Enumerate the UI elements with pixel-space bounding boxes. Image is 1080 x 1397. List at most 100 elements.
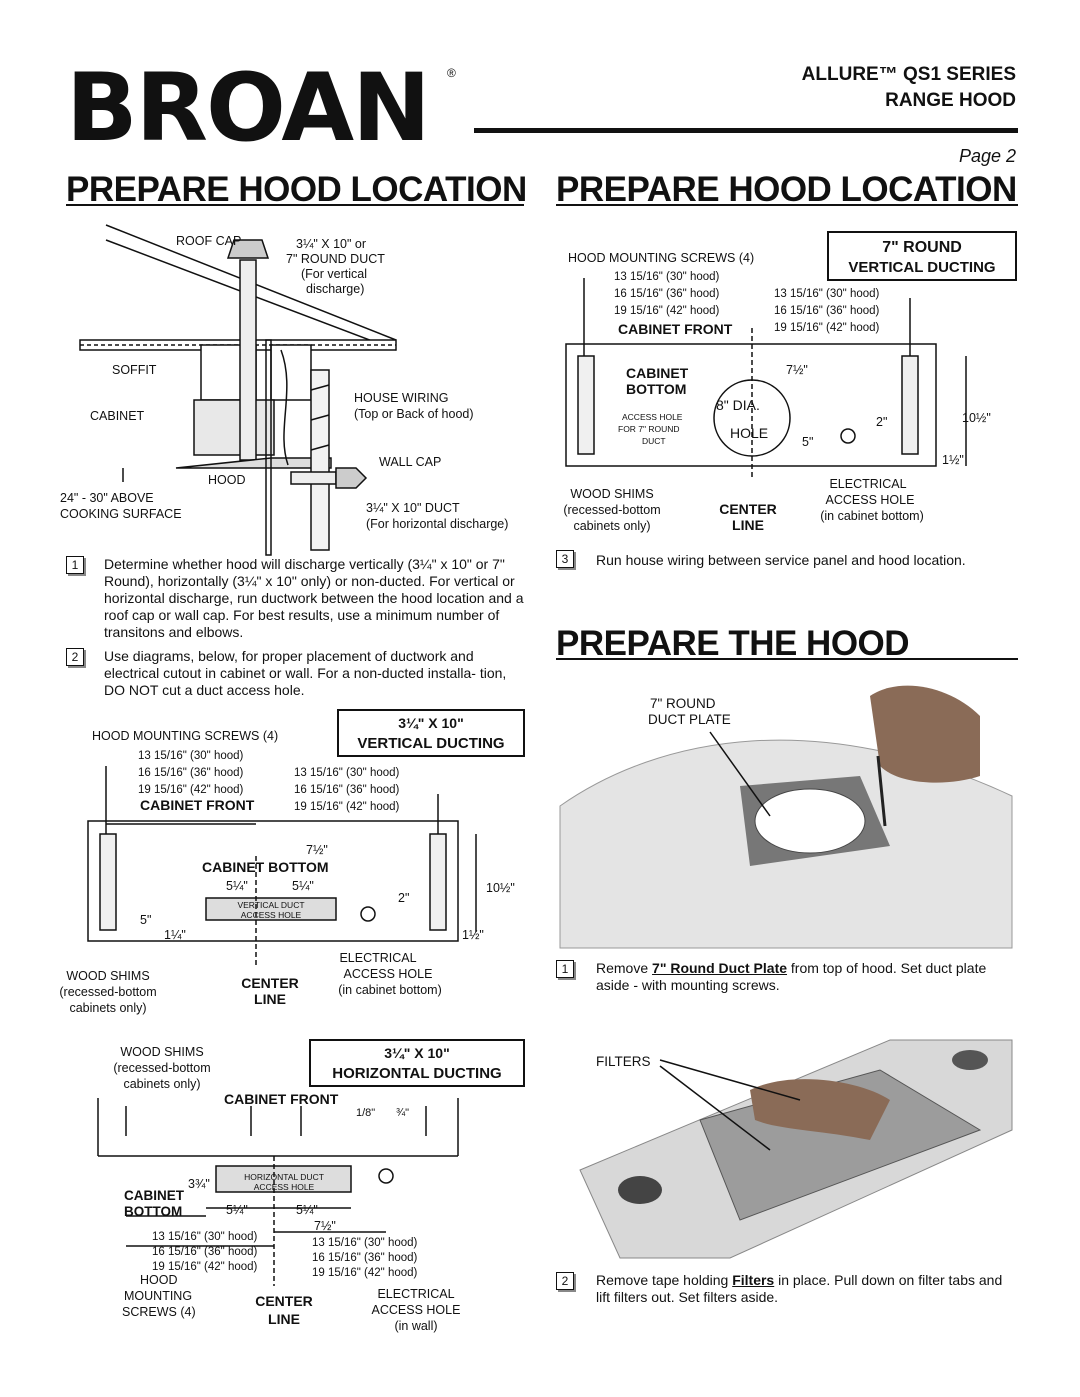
vert-dim-right-42: 19 15/16" (42" hood) xyxy=(294,801,400,813)
vert-1h: 1½" xyxy=(462,928,484,942)
prepare-hood-title: PREPARE THE HOOD xyxy=(556,624,910,663)
horiz-center-2: LINE xyxy=(268,1311,300,1327)
step-2-number: 2 xyxy=(66,648,84,666)
round-dim-right-30: 13 15/16" (30" hood) xyxy=(774,288,880,300)
hood-step-2-bold: Filters xyxy=(732,1272,775,1288)
house-wiring-note: (Top or Back of hood) xyxy=(354,407,474,421)
vert-5q-right: 5¼" xyxy=(292,879,314,893)
roof-cap-label: ROOF CAP xyxy=(176,234,241,248)
hood-label: HOOD xyxy=(208,473,246,487)
left-title-rule xyxy=(66,204,524,206)
horizontal-ducting-diagram: 3¼" X 10" HORIZONTAL DUCTING WOOD SHIMS … xyxy=(97,1039,525,1333)
house-wiring-label: HOUSE WIRING xyxy=(354,391,448,405)
vert-dim-left-30: 13 15/16" (30" hood) xyxy=(138,750,244,762)
duct-note-2: 7" ROUND DUCT xyxy=(286,252,385,266)
round-5: 5" xyxy=(802,435,813,449)
horiz-dim-left-36: 16 15/16" (36" hood) xyxy=(152,1246,258,1258)
round-shims-3: cabinets only) xyxy=(573,519,650,533)
hood-step-2-text: Remove tape holding Filters in place. Pu… xyxy=(596,1272,1020,1306)
product-series: ALLURE™ QS1 SERIES RANGE HOOD xyxy=(802,62,1016,114)
horiz-shims-2: (recessed-bottom xyxy=(113,1061,210,1075)
hood-step-1-text: Remove 7" Round Duct Plate from top of h… xyxy=(596,960,1020,994)
prepare-hood-rule xyxy=(556,658,1018,660)
step-1-number: 1 xyxy=(66,556,84,574)
horiz-box-line2: HORIZONTAL DUCTING xyxy=(332,1065,501,1082)
round-box-line1: 7" ROUND xyxy=(882,239,962,256)
round-ducting-diagram: 7" ROUND VERTICAL DUCTING HOOD MOUNTING … xyxy=(563,231,1017,533)
series-line-2: RANGE HOOD xyxy=(885,90,1016,111)
horiz-duct-label: 3¼" X 10" DUCT xyxy=(366,501,460,515)
horiz-dim-left-42: 19 15/16" (42" hood) xyxy=(152,1261,258,1273)
vert-center-2: LINE xyxy=(254,991,286,1007)
vert-2: 2" xyxy=(398,891,409,905)
horiz-dim-right-42: 19 15/16" (42" hood) xyxy=(312,1267,418,1279)
wall-cap-label: WALL CAP xyxy=(379,455,441,469)
step-3-number: 3 xyxy=(556,550,574,568)
cabinet-label: CABINET xyxy=(90,409,145,423)
left-section-title: PREPARE HOOD LOCATION xyxy=(66,170,527,209)
duct-plate-label-2: DUCT PLATE xyxy=(648,712,731,727)
vert-access-1: VERTICAL DUCT xyxy=(237,900,304,910)
filters-photo: FILTERS xyxy=(560,1030,1013,1259)
horiz-dim-left-30: 13 15/16" (30" hood) xyxy=(152,1231,258,1243)
broan-logo: BROAN xyxy=(66,54,431,163)
vert-screws-label: HOOD MOUNTING SCREWS (4) xyxy=(92,729,278,743)
step-1-text: Determine whether hood will discharge ve… xyxy=(104,556,524,640)
horiz-access-1: HORIZONTAL DUCT xyxy=(244,1172,324,1182)
vert-shims-3: cabinets only) xyxy=(69,1001,146,1015)
round-elec-1: ELECTRICAL xyxy=(829,477,906,491)
step-2-text: Use diagrams, below, for proper placemen… xyxy=(104,648,507,698)
vert-dim-left-36: 16 15/16" (36" hood) xyxy=(138,767,244,779)
round-1h: 1½" xyxy=(942,453,964,467)
round-access-2: FOR 7" ROUND xyxy=(618,424,680,434)
vert-5: 5" xyxy=(140,913,151,927)
horiz-elec-3: (in wall) xyxy=(394,1319,437,1333)
vert-5q-left: 5¼" xyxy=(226,879,248,893)
horiz-shims-1: WOOD SHIMS xyxy=(120,1045,203,1059)
page-number: Page 2 xyxy=(958,146,1016,166)
vert-7half: 7½" xyxy=(306,843,328,857)
round-access-3: DUCT xyxy=(642,436,666,446)
vert-box-line1: 3¼" X 10" xyxy=(398,715,463,731)
vert-shims-1: WOOD SHIMS xyxy=(66,969,149,983)
registered-mark: ® xyxy=(447,66,456,80)
hood-step-2-post: in place. Pull down on filter tabs and l… xyxy=(596,1272,1003,1305)
horiz-box-line1: 3¼" X 10" xyxy=(384,1045,449,1061)
vert-access-2: ACCESS HOLE xyxy=(241,910,302,920)
vert-elec-1: ELECTRICAL xyxy=(339,951,416,965)
horiz-center-1: CENTER xyxy=(255,1293,313,1309)
round-cabinet-front: CABINET FRONT xyxy=(618,321,733,337)
duct-note-1: 3¼" X 10" or xyxy=(296,237,366,251)
vertical-ducting-diagram: 3¼" X 10" VERTICAL DUCTING HOOD MOUNTING… xyxy=(59,709,525,1015)
soffit-label: SOFFIT xyxy=(112,363,157,377)
round-hole: HOLE xyxy=(730,425,768,441)
round-dim-right-36: 16 15/16" (36" hood) xyxy=(774,305,880,317)
horiz-cab-bottom-2: BOTTOM xyxy=(124,1204,182,1219)
horiz-1-8: 1/8" xyxy=(356,1107,375,1119)
vert-shims-2: (recessed-bottom xyxy=(59,985,156,999)
duct-plate-label-1: 7" ROUND xyxy=(650,696,716,711)
round-cab-bottom-2: BOTTOM xyxy=(626,381,686,397)
round-cab-bottom-1: CABINET xyxy=(626,365,689,381)
vert-cabinet-bottom: CABINET BOTTOM xyxy=(202,859,329,875)
horiz-screws-1: HOOD xyxy=(140,1273,178,1287)
horiz-dim-right-36: 16 15/16" (36" hood) xyxy=(312,1252,418,1264)
vert-box-line2: VERTICAL DUCTING xyxy=(357,735,504,752)
hood-step-1-bold: 7" Round Duct Plate xyxy=(652,960,788,976)
duct-note-3: (For vertical xyxy=(301,267,367,281)
round-screws-label: HOOD MOUNTING SCREWS (4) xyxy=(568,251,754,265)
right-title-rule xyxy=(556,204,1018,206)
vert-center-1: CENTER xyxy=(241,975,299,991)
horiz-screws-3: SCREWS (4) xyxy=(122,1305,196,1319)
horiz-duct-note: (For horizontal discharge) xyxy=(366,517,508,531)
round-2: 2" xyxy=(876,415,887,429)
horiz-dim-right-30: 13 15/16" (30" hood) xyxy=(312,1237,418,1249)
duct-note-4: discharge) xyxy=(306,282,364,296)
series-line-1: ALLURE™ QS1 SERIES xyxy=(801,64,1016,85)
hood-step-1-post: from top of hood. Set duct plate aside -… xyxy=(596,960,987,993)
hood-location-diagram: ROOF CAP 3¼" X 10" or 7" ROUND DUCT (For… xyxy=(60,224,508,556)
vert-cabinet-front: CABINET FRONT xyxy=(140,797,255,813)
header-rule xyxy=(474,128,1018,133)
hood-step-1-number: 1 xyxy=(556,960,574,978)
round-access-1: ACCESS HOLE xyxy=(622,412,683,422)
